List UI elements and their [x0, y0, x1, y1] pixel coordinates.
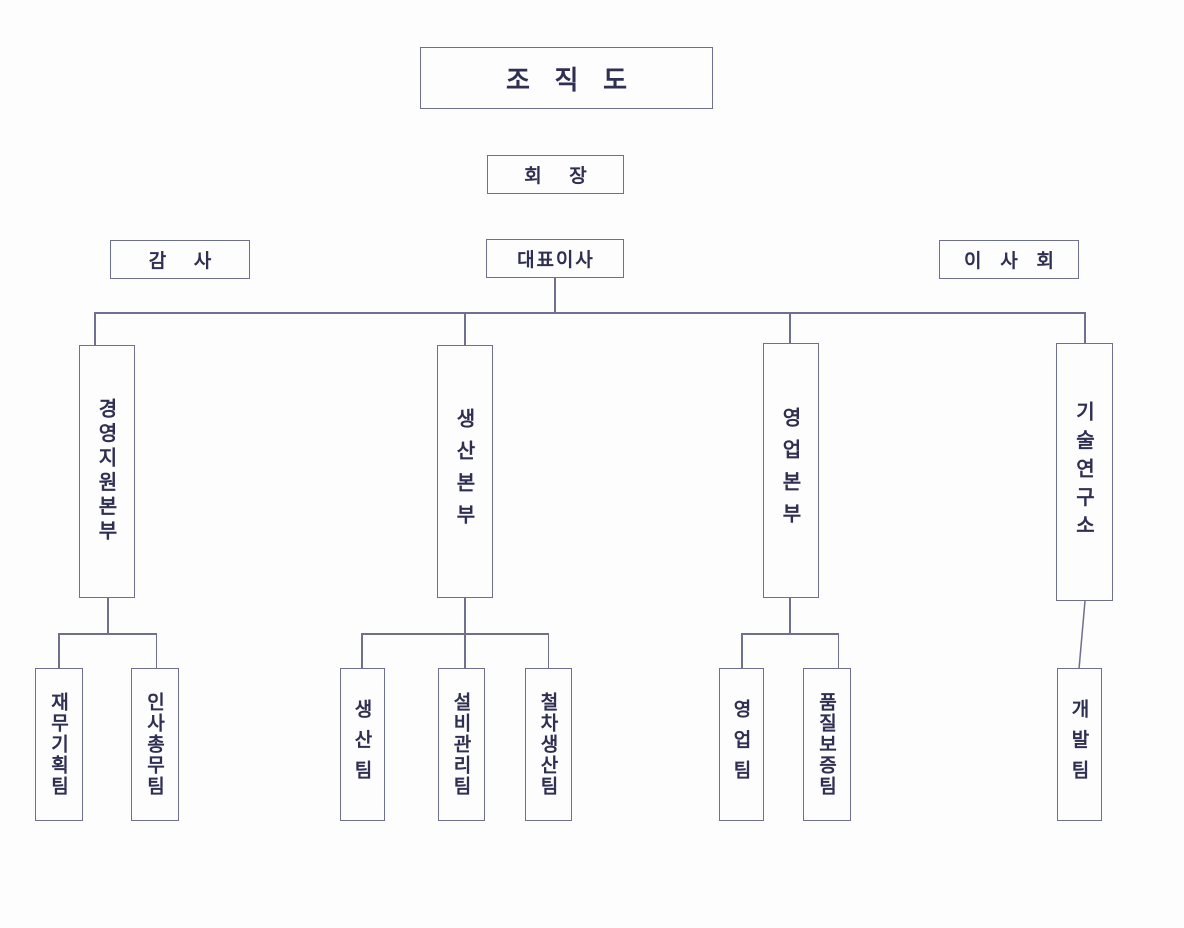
connector-production-drop	[464, 598, 466, 633]
connector-ceo-to-bus	[554, 278, 556, 312]
node-ceo[interactable]: 대표이사	[486, 239, 624, 278]
node-board-of-directors[interactable]: 이 사 회	[939, 240, 1079, 279]
node-auditor[interactable]: 감 사	[110, 240, 250, 279]
connector-mgmt-support-drop	[107, 598, 109, 633]
connector-bus-to-production	[464, 312, 466, 345]
node-team-production[interactable]: 생산팀	[340, 668, 385, 821]
node-team-development[interactable]: 개발팀	[1057, 668, 1102, 821]
connector-division-bus	[94, 312, 1085, 314]
node-team-hr-general-affairs[interactable]: 인사총무팀	[131, 668, 179, 821]
connector-bus-to-rnd	[1084, 312, 1086, 345]
connector-to-production-team	[361, 633, 363, 668]
connector-to-quality-assurance	[837, 633, 839, 668]
connector-to-finance-planning	[58, 633, 60, 668]
node-division-rnd[interactable]: 기술연구소	[1056, 343, 1113, 601]
chart-title: 조 직 도	[420, 47, 713, 109]
node-division-mgmt-support[interactable]: 경영지원본부	[79, 345, 135, 598]
connector-to-railcar-production	[547, 633, 549, 668]
connector-production-bus	[361, 633, 549, 635]
connector-rnd-to-development	[1078, 600, 1086, 670]
node-team-facility-management[interactable]: 설비관리팀	[438, 668, 485, 821]
connector-to-sales-team	[741, 633, 743, 668]
node-division-production[interactable]: 생산본부	[437, 345, 493, 598]
connector-sales-drop	[789, 598, 791, 633]
node-team-railcar-production[interactable]: 철차생산팀	[525, 668, 572, 821]
connector-to-facility-management	[464, 633, 466, 668]
connector-bus-to-sales	[789, 312, 791, 345]
node-team-finance-planning[interactable]: 재무기획팀	[35, 668, 83, 821]
connector-bus-to-mgmt-support	[94, 312, 96, 345]
connector-sales-bus	[741, 633, 839, 635]
connector-to-hr-general-affairs	[155, 633, 157, 668]
node-team-quality-assurance[interactable]: 품질보증팀	[803, 668, 851, 821]
connector-mgmt-support-bus	[58, 633, 157, 635]
node-team-sales[interactable]: 영업팀	[719, 668, 764, 821]
node-chairman[interactable]: 회 장	[487, 155, 624, 194]
node-division-sales[interactable]: 영업본부	[763, 343, 819, 598]
